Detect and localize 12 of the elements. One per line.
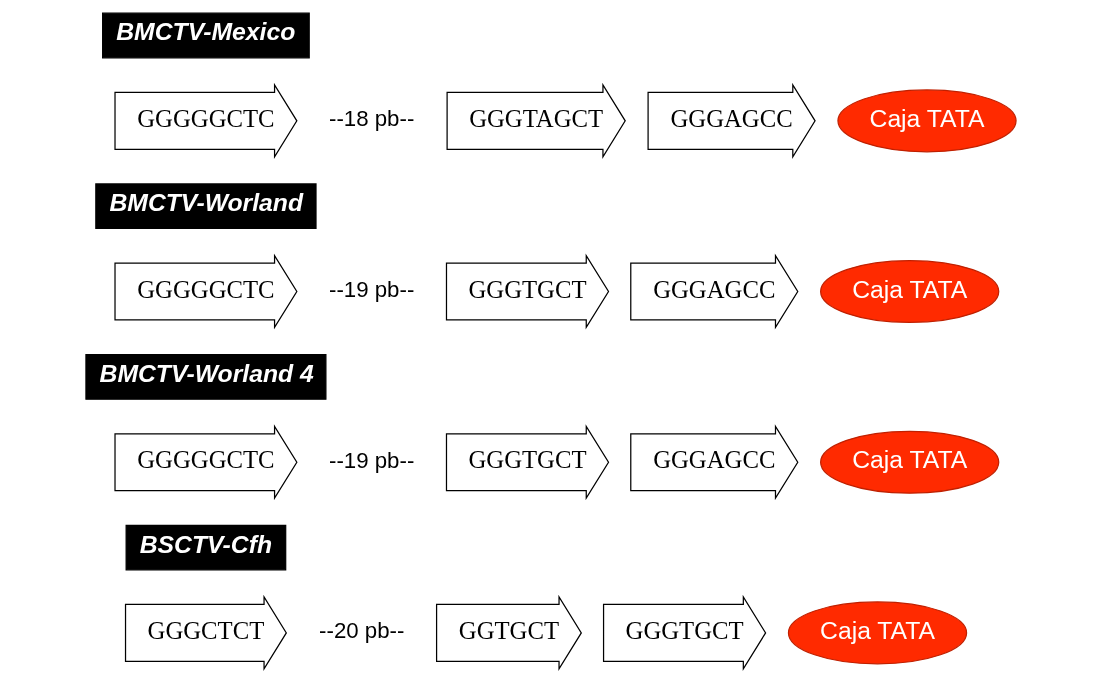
node-box: BMCTV-Worland [95, 183, 317, 230]
node-box: BMCTV-Mexico [102, 12, 310, 59]
label: --19 pb-- [328, 447, 415, 473]
node-ellipse: Caja TATA [787, 601, 968, 665]
label: --20 pb-- [319, 618, 405, 644]
node-ellipse: Caja TATA [837, 89, 1017, 153]
label: --19 pb-- [328, 276, 415, 302]
node-box: BSCTV-Cfh [125, 524, 287, 571]
node-ellipse: Caja TATA [820, 430, 1000, 494]
label: --18 pb-- [328, 106, 415, 132]
node-ellipse: Caja TATA [820, 260, 1000, 324]
node-box: BMCTV-Worland 4 [85, 354, 327, 400]
